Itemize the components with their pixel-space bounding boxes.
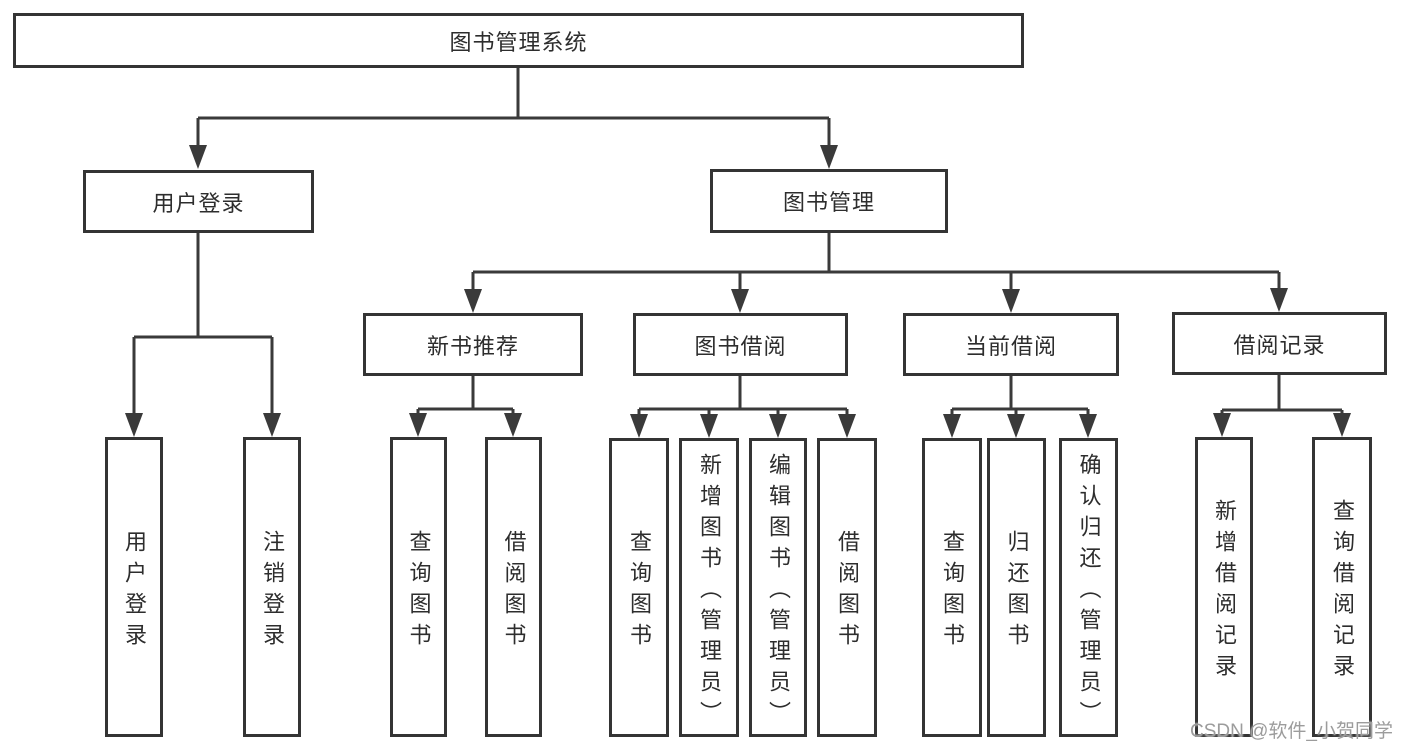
leaf-br-query-record: 查询借阅记录: [1312, 437, 1372, 737]
csdn-watermark: CSDN @软件_小贺同学: [1190, 721, 1393, 742]
connector-userlogin-to-leaves: [132, 233, 274, 418]
leaf-bb-add-book: 新增图书（管理员）: [679, 438, 739, 737]
leaf-bb-query-book: 查询图书: [609, 438, 669, 737]
leaf-cb-confirm-return-label: 确认归还（管理员）: [1076, 452, 1102, 732]
leaf-bb-edit-book: 编辑图书（管理员）: [749, 438, 807, 737]
connector-newbook-to-leaves: [416, 376, 515, 418]
connector-currentborrow-to-leaves: [950, 376, 1090, 418]
leaf-logout-label: 注销登录: [260, 529, 285, 654]
leaf-cb-query-book-label: 查询图书: [940, 530, 965, 654]
node-borrow-record: 借阅记录: [1172, 312, 1387, 375]
leaf-cb-return-book: 归还图书: [987, 438, 1046, 737]
leaf-user-login: 用户登录: [105, 437, 163, 737]
node-new-book-recommend: 新书推荐: [363, 313, 583, 376]
leaf-logout: 注销登录: [243, 437, 301, 737]
node-current-borrow: 当前借阅: [903, 313, 1119, 376]
leaf-nb-borrow-book-label: 借阅图书: [501, 529, 527, 654]
leaf-bb-borrow-book-label: 借阅图书: [835, 530, 860, 654]
leaf-bb-add-book-label: 新增图书（管理员）: [697, 452, 722, 732]
node-root: 图书管理系统: [13, 13, 1024, 68]
leaf-cb-query-book: 查询图书: [922, 438, 982, 737]
node-root-label: 图书管理系统: [449, 29, 588, 55]
node-new-book-recommend-label: 新书推荐: [426, 333, 519, 359]
leaf-nb-query-book-label: 查询图书: [406, 529, 432, 654]
leaf-bb-borrow-book: 借阅图书: [817, 438, 877, 737]
node-book-management: 图书管理: [710, 169, 948, 233]
connector-bookborrow-to-leaves: [637, 376, 849, 418]
node-user-login-label: 用户登录: [152, 190, 245, 216]
leaf-cb-confirm-return: 确认归还（管理员）: [1059, 438, 1118, 737]
leaf-cb-return-book-label: 归还图书: [1004, 530, 1030, 654]
connector-bookmgmt-to-level3: [471, 233, 1281, 294]
leaf-nb-borrow-book: 借阅图书: [485, 437, 542, 737]
leaf-bb-edit-book-label: 编辑图书（管理员）: [766, 452, 791, 732]
connector-borrowrecord-to-leaves: [1220, 375, 1344, 418]
node-borrow-record-label: 借阅记录: [1233, 332, 1326, 358]
node-book-borrow: 图书借阅: [633, 313, 848, 376]
connector-root-to-level2: [196, 68, 831, 150]
node-current-borrow-label: 当前借阅: [964, 333, 1057, 359]
node-book-management-label: 图书管理: [782, 190, 875, 215]
leaf-user-login-label: 用户登录: [122, 529, 147, 654]
leaf-nb-query-book: 查询图书: [390, 437, 447, 737]
leaf-br-add-record-label: 新增借阅记录: [1212, 498, 1237, 685]
leaf-bb-query-book-label: 查询图书: [627, 530, 652, 654]
leaf-br-add-record: 新增借阅记录: [1195, 437, 1253, 737]
node-book-borrow-label: 图书借阅: [694, 333, 787, 359]
node-user-login: 用户登录: [83, 170, 314, 233]
leaf-br-query-record-label: 查询借阅记录: [1330, 498, 1355, 685]
